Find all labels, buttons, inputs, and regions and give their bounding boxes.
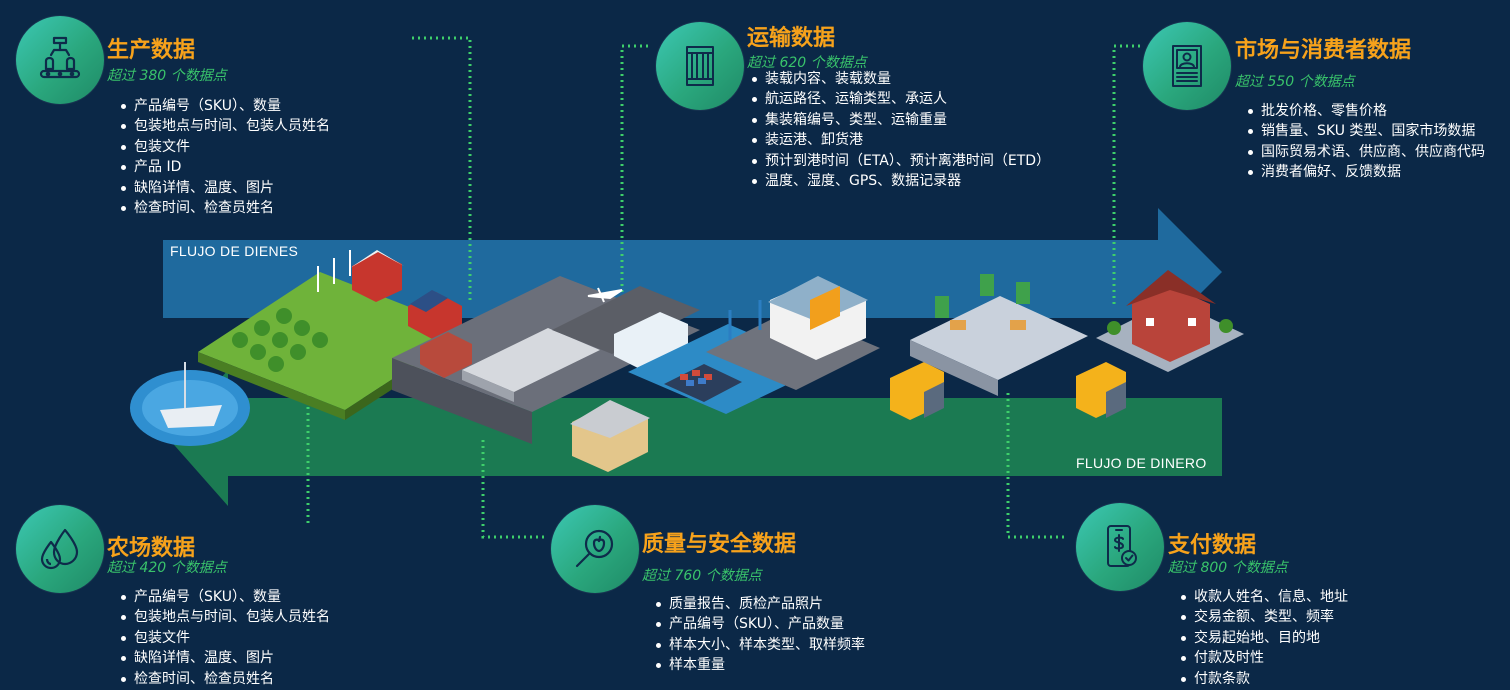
market-item-list: 批发价格、零售价格 销售量、SKU 类型、国家市场数据 国际贸易术语、供应商、供… — [1245, 101, 1485, 183]
list-item: 航运路径、运输类型、承运人 — [749, 89, 1050, 109]
payment-title: 支付数据 — [1168, 533, 1257, 558]
id-document-icon — [1172, 45, 1202, 87]
connector-lines — [306, 36, 1140, 539]
list-item: 缺陷详情、温度、图片 — [118, 178, 330, 198]
transport-item-list: 装载内容、装载数量 航运路径、运输类型、承运人 集装箱编号、类型、运输重量 装运… — [749, 69, 1050, 191]
production-subtitle: 超过 380 个数据点 — [107, 68, 227, 84]
list-item: 产品编号（SKU）、产品数量 — [653, 614, 865, 634]
farm-item-list: 产品编号（SKU）、数量 包装地点与时间、包装人员姓名 包装文件 缺陷详情、温度… — [118, 587, 330, 689]
list-item: 销售量、SKU 类型、国家市场数据 — [1245, 121, 1485, 141]
factory-building — [420, 332, 472, 378]
warehouse — [462, 328, 600, 392]
list-item: 交易金额、类型、频率 — [1178, 607, 1348, 627]
market-title: 市场与消费者数据 — [1235, 38, 1412, 63]
fishing-boat — [160, 405, 222, 428]
connector-payment — [1006, 393, 1068, 539]
phone-payment-icon — [1107, 525, 1137, 567]
list-item: 产品 ID — [118, 157, 330, 177]
production-icon-circle — [16, 16, 104, 104]
list-item: 付款条款 — [1178, 669, 1348, 689]
list-item: 付款及时性 — [1178, 648, 1348, 668]
list-item: 样本大小、样本类型、取样频率 — [653, 635, 865, 655]
list-item: 批发价格、零售价格 — [1245, 101, 1485, 121]
supply-chain-illustration — [130, 250, 1244, 472]
list-item: 预计到港时间（ETA）、预计离港时间（ETD） — [749, 151, 1050, 171]
farm-platform — [198, 272, 468, 410]
list-item: 国际贸易术语、供应商、供应商代码 — [1245, 142, 1485, 162]
quality-subtitle: 超过 760 个数据点 — [642, 568, 762, 584]
airplane — [587, 287, 623, 303]
market-subtitle: 超过 550 个数据点 — [1235, 74, 1355, 90]
connector-market — [1112, 44, 1140, 308]
magnifier-apple-icon — [575, 529, 614, 568]
quality-icon-circle — [551, 505, 639, 593]
list-item: 检查时间、检查员姓名 — [118, 198, 330, 218]
farm-subtitle: 超过 420 个数据点 — [107, 560, 227, 576]
list-item: 交易起始地、目的地 — [1178, 628, 1348, 648]
list-item: 检查时间、检查员姓名 — [118, 669, 330, 689]
barn — [352, 252, 402, 302]
quality-item-list: 质量报告、质检产品照片 产品编号（SKU）、产品数量 样本大小、样本类型、取样频… — [653, 594, 865, 676]
list-item: 包装地点与时间、包装人员姓名 — [118, 607, 330, 627]
payment-subtitle: 超过 800 个数据点 — [1168, 560, 1288, 576]
transport-icon-circle — [656, 22, 744, 110]
supermarket-platform — [910, 296, 1088, 380]
list-item: 包装文件 — [118, 137, 330, 157]
quality-title: 质量与安全数据 — [642, 532, 797, 557]
list-item: 产品编号（SKU）、数量 — [118, 96, 330, 116]
list-item: 收款人姓名、信息、地址 — [1178, 587, 1348, 607]
list-item: 质量报告、质检产品照片 — [653, 594, 865, 614]
list-item: 产品编号（SKU）、数量 — [118, 587, 330, 607]
connector-transport — [620, 44, 648, 332]
list-item: 装载内容、装载数量 — [749, 69, 1050, 89]
list-item: 包装地点与时间、包装人员姓名 — [118, 116, 330, 136]
transport-title: 运输数据 — [747, 26, 836, 51]
connector-production — [412, 36, 472, 300]
payment-item-list: 收款人姓名、信息、地址 交易金额、类型、频率 交易起始地、目的地 付款及时性 付… — [1178, 587, 1348, 689]
list-item: 包装文件 — [118, 628, 330, 648]
payment-icon-circle — [1076, 503, 1164, 591]
list-item: 消费者偏好、反馈数据 — [1245, 162, 1485, 182]
market-icon-circle — [1143, 22, 1231, 110]
list-item: 缺陷详情、温度、图片 — [118, 648, 330, 668]
factory-robot-arm-icon — [39, 36, 81, 79]
list-item: 样本重量 — [653, 655, 865, 675]
shipping-container-icon — [686, 46, 714, 86]
production-title: 生产数据 — [107, 38, 196, 63]
production-item-list: 产品编号（SKU）、数量 包装地点与时间、包装人员姓名 包装文件 产品 ID 缺… — [118, 96, 330, 218]
list-item: 温度、湿度、GPS、数据记录器 — [749, 171, 1050, 191]
farm-icon-circle — [16, 505, 104, 593]
consumer-house — [1132, 286, 1210, 362]
transport-subtitle: 超过 620 个数据点 — [747, 55, 867, 71]
farm-title: 农场数据 — [107, 536, 196, 561]
connector-quality — [481, 440, 545, 539]
list-item: 集装箱编号、类型、运输重量 — [749, 110, 1050, 130]
list-item: 装运港、卸货港 — [749, 130, 1050, 150]
airport-runway — [552, 286, 700, 354]
water-drops-icon — [40, 528, 79, 570]
money-flow-label: FLUJO DE DINERO — [1076, 455, 1207, 471]
goods-flow-label: FLUJO DE DIENES — [170, 243, 299, 259]
